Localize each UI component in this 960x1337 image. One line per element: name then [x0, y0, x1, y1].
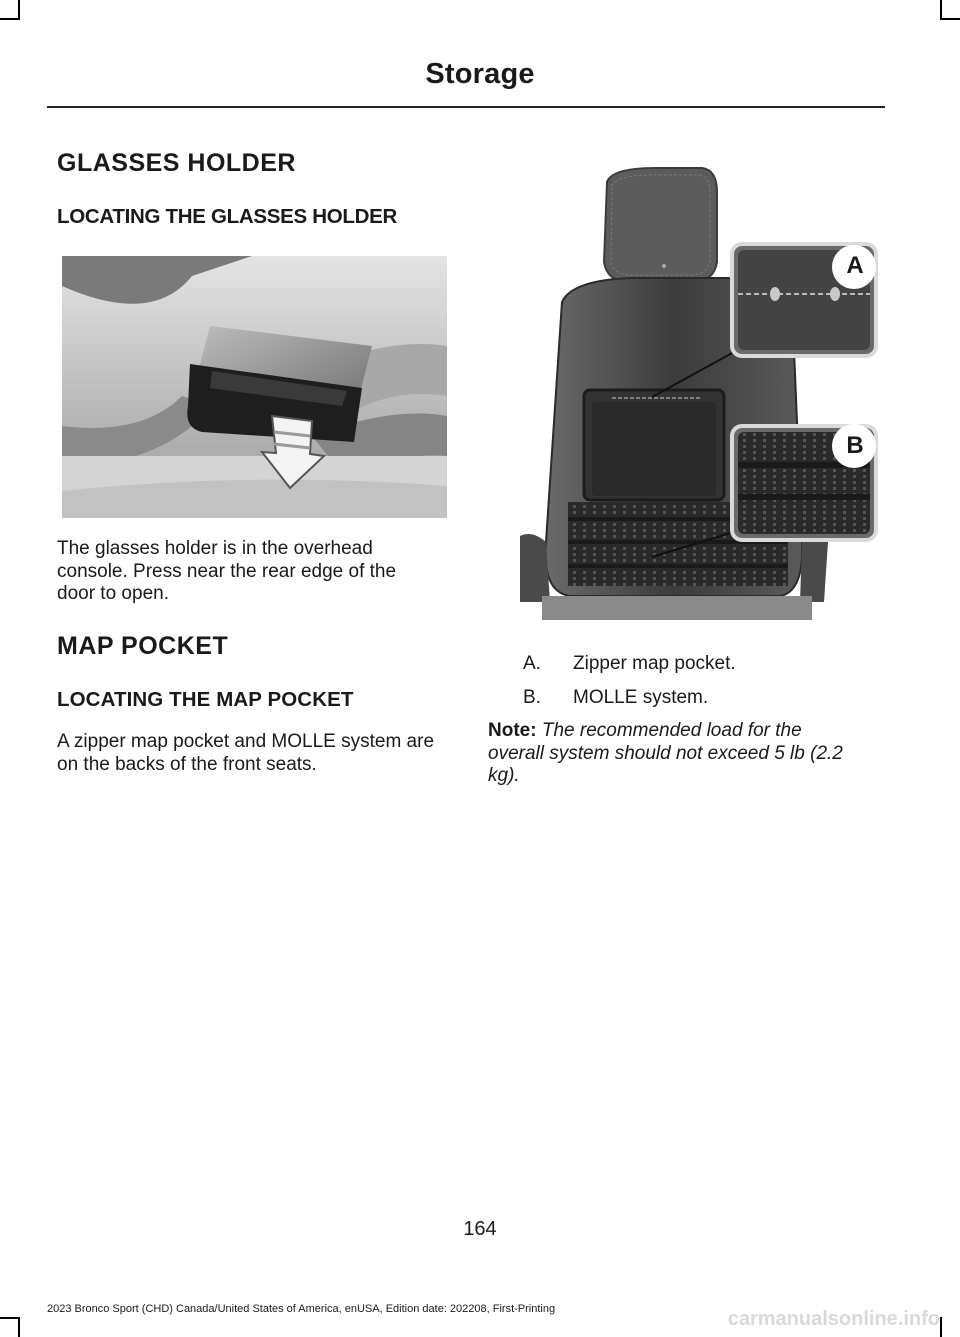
note-paragraph: Note: The recommended load for the overa…: [488, 720, 848, 788]
glasses-holder-subheading: LOCATING THE GLASSES HOLDER: [57, 205, 398, 228]
legend-b-letter: B.: [523, 687, 541, 708]
map-pocket-subheading: LOCATING THE MAP POCKET: [57, 688, 354, 711]
footer-edition: 2023 Bronco Sport (CHD) Canada/United St…: [47, 1303, 556, 1315]
note-label: Note:: [488, 720, 537, 741]
crop-mark: [0, 1317, 20, 1319]
crop-mark: [940, 18, 960, 20]
map-pocket-heading: MAP POCKET: [57, 632, 229, 660]
map-pocket-description: A zipper map pocket and MOLLE system are…: [57, 731, 435, 775]
callout-b-letter: B: [846, 432, 864, 459]
crop-mark: [18, 1317, 20, 1337]
crop-mark: [0, 18, 20, 20]
page-header-title: Storage: [425, 58, 535, 90]
crop-mark: [18, 0, 20, 20]
page-number: 164: [463, 1218, 497, 1240]
crop-mark: [940, 0, 942, 20]
crop-mark: [940, 1317, 942, 1337]
seat-back-illustration: A B: [512, 162, 884, 622]
legend-a-letter: A.: [523, 653, 541, 674]
watermark: carmanualsonline.info: [727, 1308, 940, 1330]
legend-b-text: MOLLE system.: [573, 687, 709, 708]
glasses-holder-description: The glasses holder is in the overhead co…: [57, 538, 397, 604]
legend-a-text: Zipper map pocket.: [573, 653, 736, 674]
glasses-holder-illustration: [62, 256, 447, 518]
note-text: The recommended load for the overall sys…: [488, 720, 843, 786]
glasses-holder-heading: GLASSES HOLDER: [57, 149, 296, 177]
header-rule: [47, 106, 885, 108]
callout-a-letter: A: [846, 252, 864, 279]
